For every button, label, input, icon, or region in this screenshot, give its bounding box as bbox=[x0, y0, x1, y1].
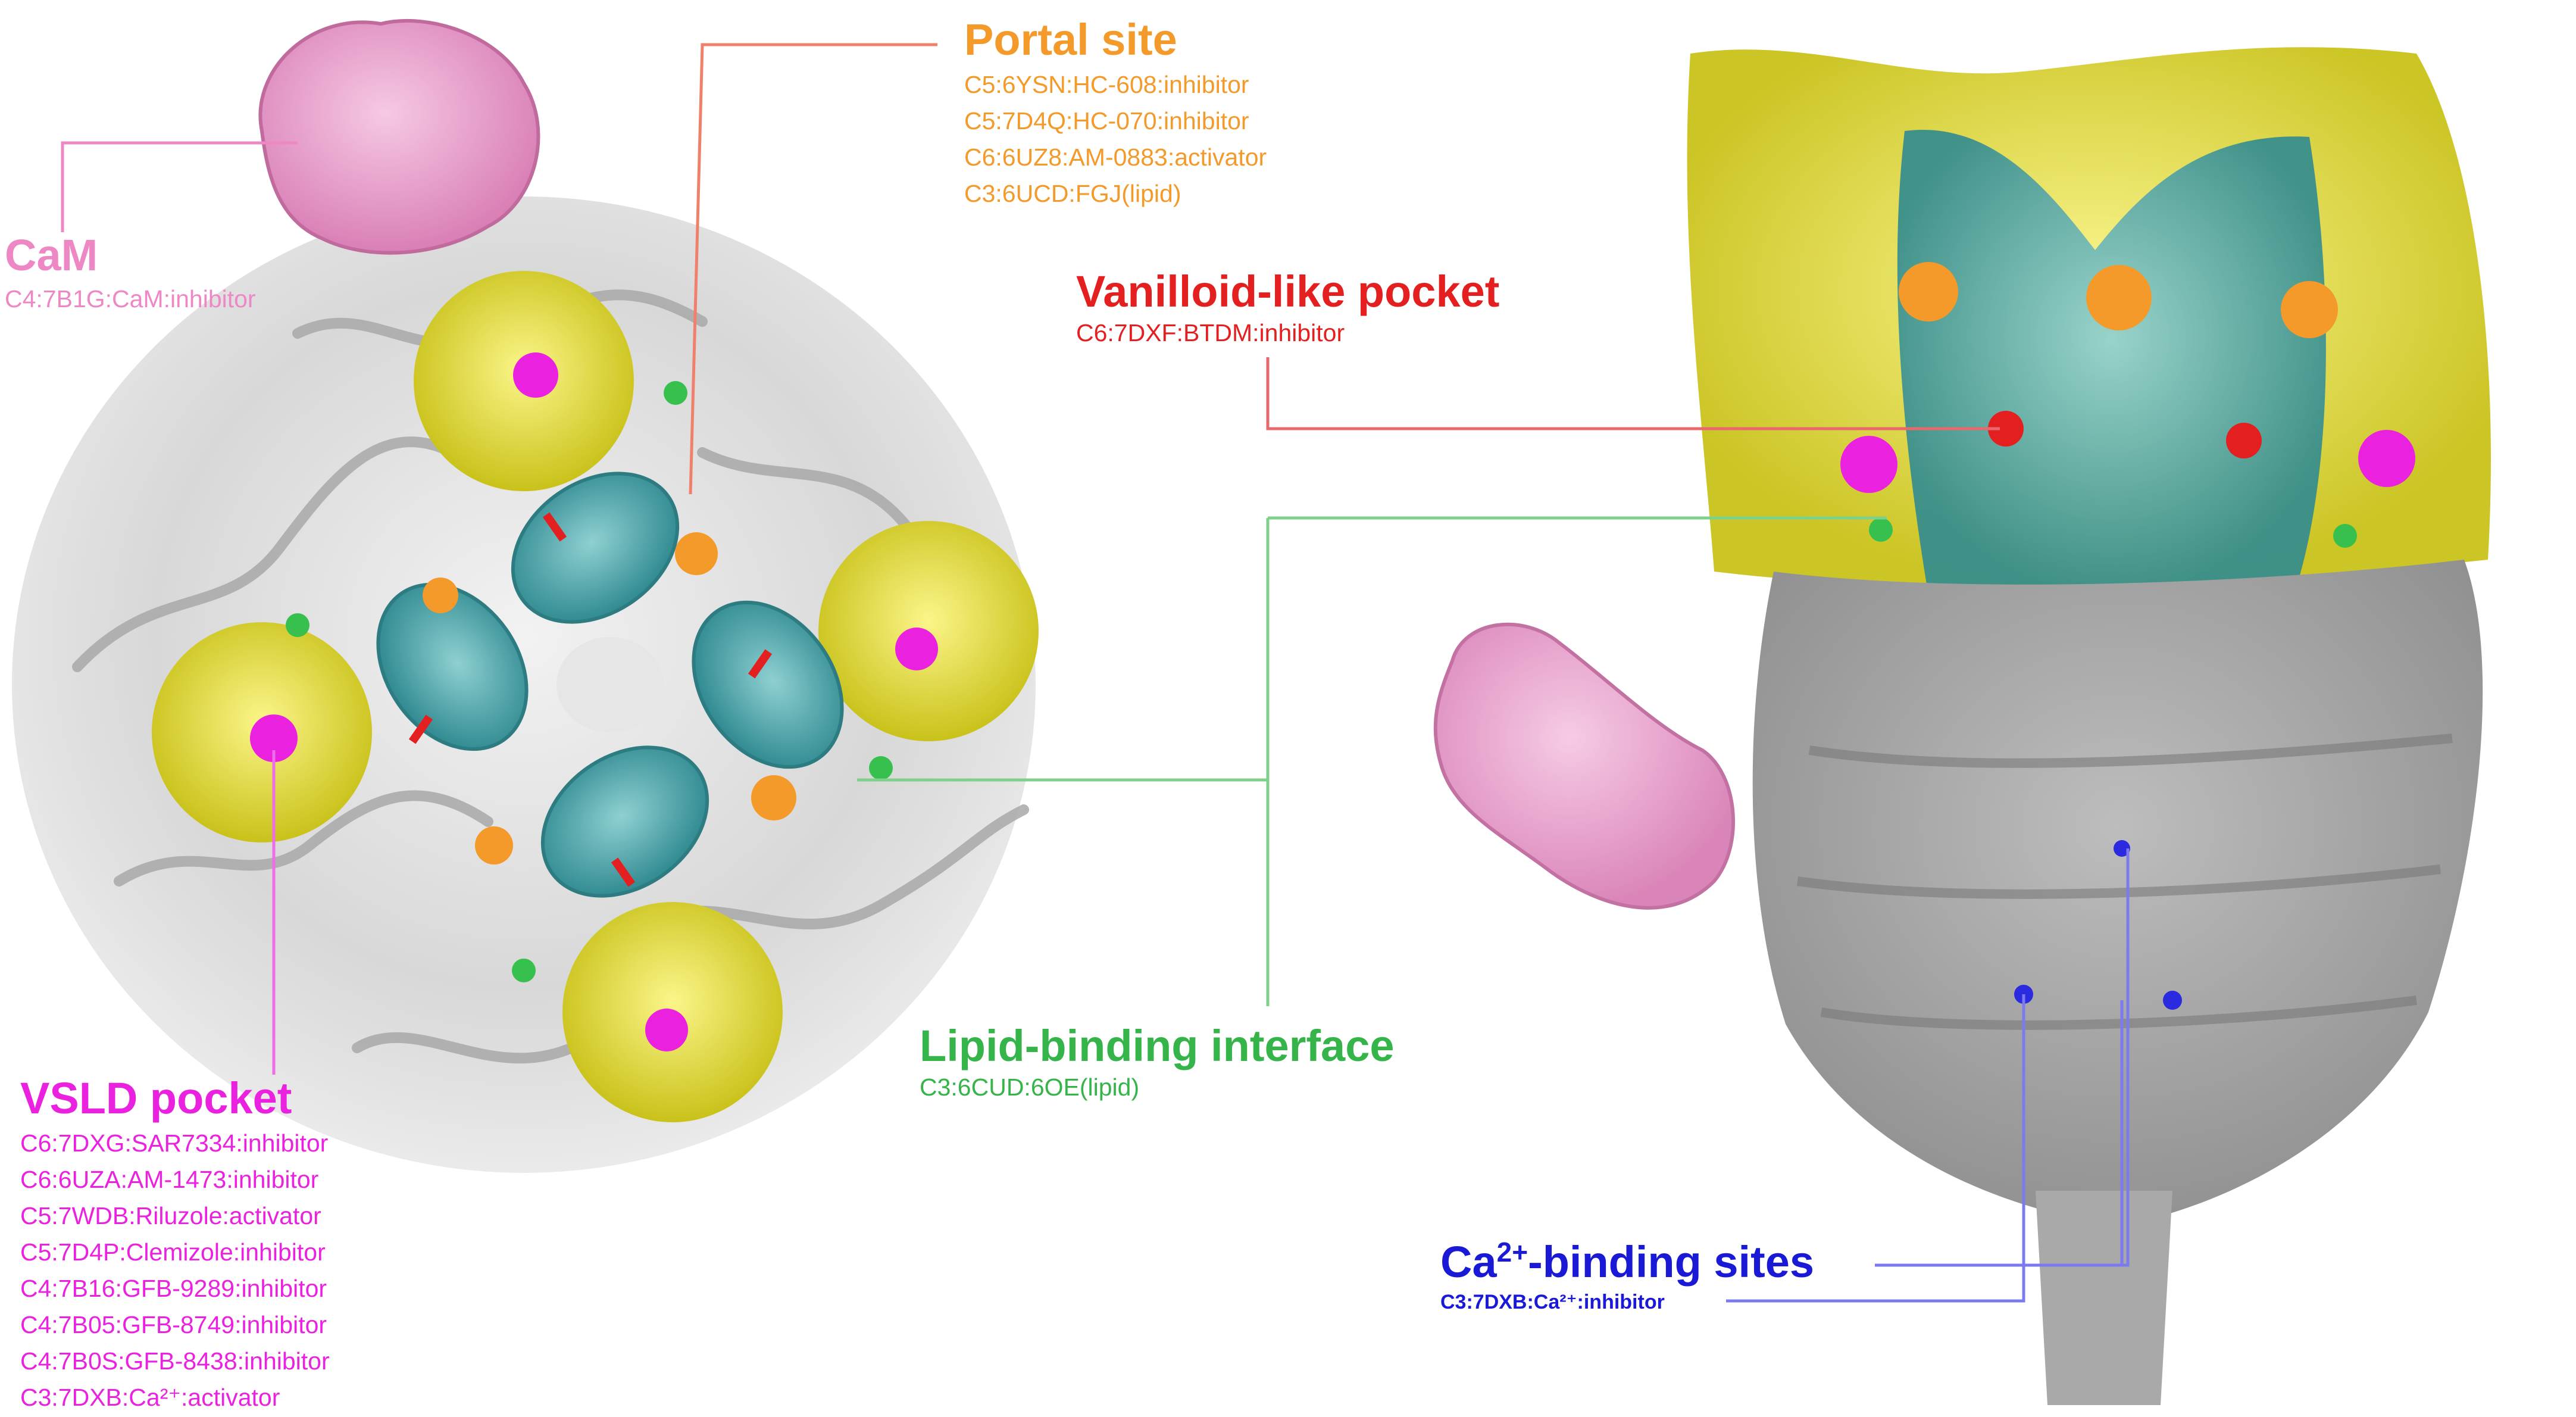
vanilloid-title: Vanilloid-like pocket bbox=[1076, 267, 1500, 316]
vsld-entry: C6:6UZA:AM-1473:inhibitor bbox=[20, 1166, 319, 1193]
vsld-entry: C4:7B05:GFB-8749:inhibitor bbox=[20, 1311, 327, 1338]
cam-surface-side bbox=[1433, 622, 1735, 910]
ligands-lipid-side bbox=[1869, 518, 2357, 548]
lipid-entry: C3:6CUD:6OE(lipid) bbox=[920, 1073, 1140, 1101]
side-view-structure bbox=[1433, 47, 2491, 1405]
vsld-entry: C5:7WDB:Riluzole:activator bbox=[20, 1202, 321, 1229]
ligands-vsld-side bbox=[1840, 430, 2415, 493]
pore-domain-side bbox=[1897, 129, 2326, 595]
ca-title: Ca2+-binding sites bbox=[1440, 1238, 1814, 1284]
vanilloid-entry: C6:7DXF:BTDM:inhibitor bbox=[1076, 319, 1345, 347]
portal-entry: C5:6YSN:HC-608:inhibitor bbox=[964, 71, 1249, 98]
ca-title-prefix: Ca bbox=[1440, 1237, 1497, 1287]
vanilloid-leader bbox=[1266, 357, 2000, 430]
cam-surface-top bbox=[258, 18, 540, 255]
ligands-portal-top bbox=[423, 532, 796, 864]
ca-leader-entry bbox=[1726, 994, 2025, 1303]
vsld-entry: C3:7DXB:Ca²⁺:activator bbox=[20, 1384, 280, 1411]
portal-title: Portal site bbox=[964, 15, 1177, 64]
vanilloid-label-group: Vanilloid-like pocket C6:7DXF:BTDM:inhib… bbox=[1076, 270, 1499, 351]
top-view-structure bbox=[12, 18, 1039, 1173]
cam-label-group: CaM C4:7B1G:CaM:inhibitor bbox=[5, 233, 256, 317]
cam-entry: C4:7B1G:CaM:inhibitor bbox=[5, 285, 256, 313]
ca-leader-title bbox=[1875, 848, 2130, 1267]
vsld-entry: C4:7B0S:GFB-8438:inhibitor bbox=[20, 1347, 330, 1375]
portal-leader bbox=[689, 43, 937, 495]
leader-lines bbox=[61, 43, 2130, 1303]
ca-label-group: Ca2+-binding sites C3:7DXB:Ca²⁺:inhibito… bbox=[1440, 1238, 1814, 1314]
ca-title-suffix: -binding sites bbox=[1528, 1237, 1815, 1287]
portal-label-group: Portal site C5:6YSN:HC-608:inhibitor C5:… bbox=[964, 18, 1267, 212]
ligands-vanilloid-top bbox=[408, 512, 773, 887]
coiled-coil-tail bbox=[2036, 1191, 2172, 1405]
portal-entry: C5:7D4Q:HC-070:inhibitor bbox=[964, 107, 1249, 135]
vsld-label-group: VSLD pocket C6:7DXG:SAR7334:inhibitor C6… bbox=[20, 1076, 330, 1416]
ligands-vsld-top bbox=[250, 352, 938, 1051]
portal-entry: C3:6UCD:FGJ(lipid) bbox=[964, 180, 1181, 207]
vsld-title: VSLD pocket bbox=[20, 1073, 292, 1123]
pore-domain-top bbox=[376, 472, 844, 898]
vsld-entry: C4:7B16:GFB-9289:inhibitor bbox=[20, 1275, 327, 1302]
ca-title-sup: 2+ bbox=[1496, 1237, 1528, 1268]
cam-leader bbox=[61, 141, 298, 232]
ca-entry: C3:7DXB:Ca²⁺:inhibitor bbox=[1440, 1291, 1665, 1313]
cam-title: CaM bbox=[5, 230, 98, 280]
ligands-vanilloid-side bbox=[1988, 411, 2262, 458]
lipid-title: Lipid-binding interface bbox=[920, 1021, 1395, 1070]
lipid-label-group: Lipid-binding interface C3:6CUD:6OE(lipi… bbox=[920, 1024, 1395, 1106]
portal-entry: C6:6UZ8:AM-0883:activator bbox=[964, 143, 1267, 171]
ligands-portal-side bbox=[1899, 262, 2338, 338]
vsld-entry: C5:7D4P:Clemizole:inhibitor bbox=[20, 1238, 326, 1266]
vsd-top-east bbox=[818, 521, 1039, 741]
ligands-lipid-top bbox=[286, 381, 893, 982]
vsld-entry: C6:7DXG:SAR7334:inhibitor bbox=[20, 1129, 329, 1157]
